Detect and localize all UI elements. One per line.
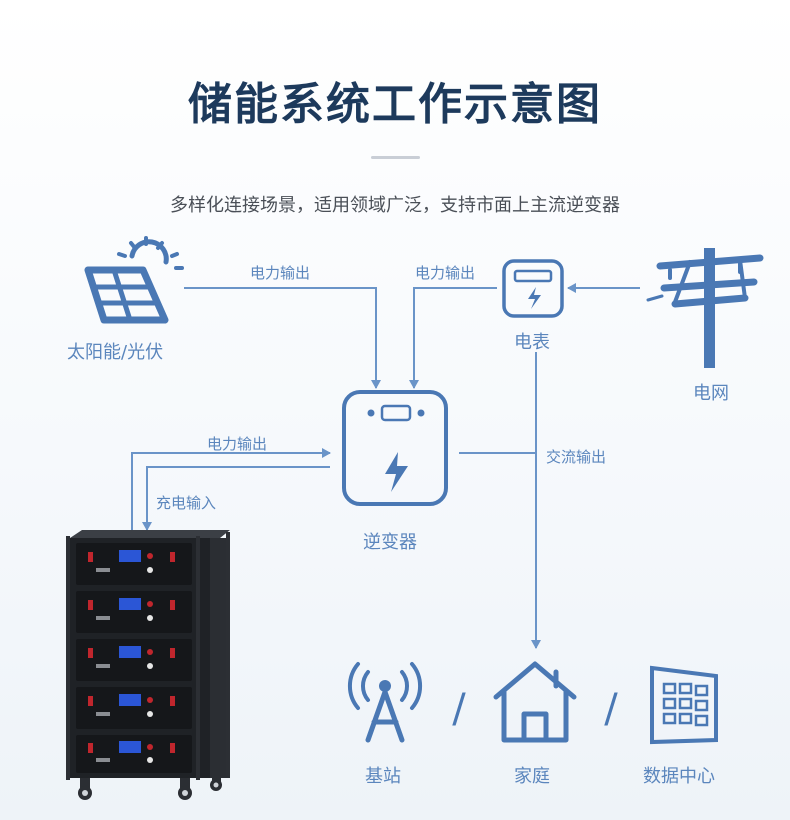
solar-to-inverter-arrow (184, 287, 381, 389)
flow-label-solar: 电力输出 (250, 264, 311, 282)
home-label: 家庭 (514, 766, 550, 787)
base-station-label: 基站 (365, 766, 401, 787)
title-divider (371, 156, 420, 159)
home-icon (493, 661, 577, 743)
battery-to-inverter-arrow (131, 448, 331, 530)
inverter-icon (342, 390, 448, 506)
separator-left: / (452, 686, 466, 732)
page-subtitle: 多样化连接场景，适用领域广泛，支持市面上主流逆变器 (170, 195, 620, 216)
battery-module-2 (76, 591, 192, 633)
data-center-icon (650, 665, 718, 745)
flow-label-meter: 电力输出 (415, 264, 476, 282)
power-tower-icon (646, 248, 764, 368)
solar-panel-icon (84, 236, 184, 324)
meter-icon (502, 259, 564, 318)
page-title: 储能系统工作示意图 (188, 79, 602, 130)
grid-label: 电网 (693, 383, 729, 404)
flow-label-battery-charge: 充电输入 (156, 494, 217, 512)
base-station-icon (347, 662, 423, 743)
inverter-to-battery-arrow (142, 466, 330, 531)
separator-right: / (604, 686, 618, 732)
battery-module-5 (76, 735, 192, 773)
battery-module-3 (76, 639, 192, 681)
data-center-label: 数据中心 (643, 766, 715, 787)
battery-module-4 (76, 687, 192, 729)
battery-rack-image (66, 530, 230, 800)
meter-label: 电表 (514, 332, 550, 353)
battery-module-1 (76, 543, 192, 585)
inverter-label: 逆变器 (363, 532, 417, 553)
flow-label-battery-out: 电力输出 (207, 435, 268, 453)
connectors (131, 283, 640, 649)
flow-label-ac-output: 交流输出 (546, 448, 607, 466)
meter-to-inverter-arrow (409, 287, 497, 389)
solar-label: 太阳能/光伏 (67, 342, 164, 363)
